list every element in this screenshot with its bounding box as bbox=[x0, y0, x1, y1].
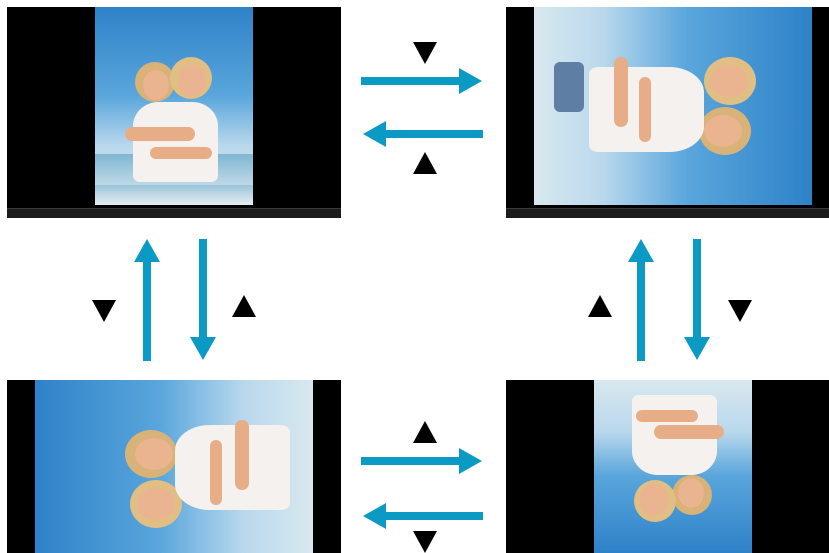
status-bar bbox=[7, 208, 341, 218]
arrow-down-left bbox=[190, 239, 216, 360]
down-key-icon bbox=[413, 531, 437, 553]
arrow-right-bottom bbox=[361, 448, 482, 474]
up-key-icon bbox=[232, 295, 256, 317]
screen-bottom-right bbox=[506, 380, 829, 553]
down-key-icon bbox=[413, 42, 437, 64]
arrow-up-right bbox=[628, 239, 654, 361]
up-key-icon bbox=[413, 421, 437, 443]
photo-rotated-right bbox=[534, 7, 812, 205]
down-key-icon bbox=[728, 300, 752, 322]
screen-bottom-left bbox=[7, 380, 341, 553]
arrow-down-right bbox=[684, 239, 710, 360]
photo-rotated-left bbox=[35, 380, 313, 553]
screen-top-right bbox=[506, 7, 829, 218]
arrow-left-top bbox=[363, 121, 483, 147]
down-key-icon bbox=[92, 300, 116, 322]
arrow-up-left bbox=[134, 239, 160, 361]
arrow-left-bottom bbox=[363, 503, 483, 529]
arrow-right-top bbox=[361, 68, 482, 94]
up-key-icon bbox=[413, 152, 437, 174]
up-key-icon bbox=[588, 295, 612, 317]
screen-top-left bbox=[7, 7, 341, 218]
photo-upside-down bbox=[594, 380, 752, 553]
photo-upright bbox=[95, 7, 253, 205]
status-bar bbox=[506, 208, 829, 218]
